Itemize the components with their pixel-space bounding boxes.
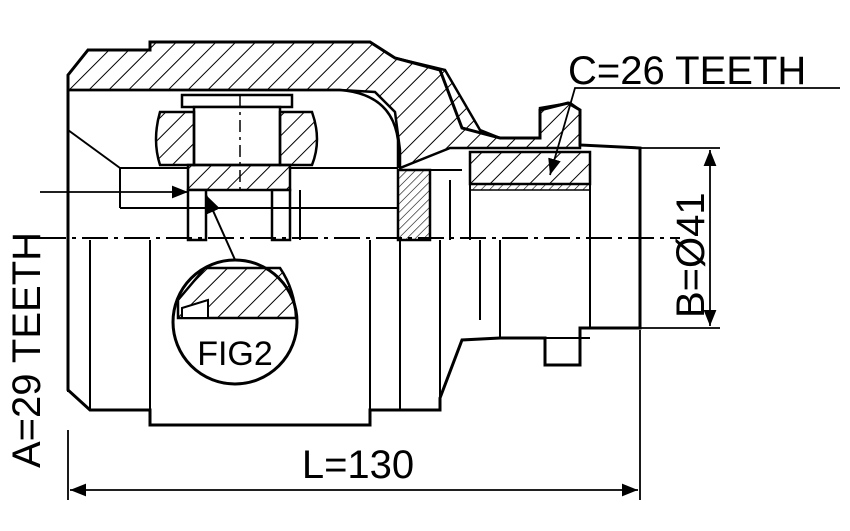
bore-curve: [339, 88, 400, 168]
dimension-c-leader: [548, 87, 840, 176]
housing-section: [66, 40, 642, 427]
spline-teeth: [469, 183, 591, 191]
roller-cap: [180, 93, 294, 109]
tripod-assembly: [67, 93, 398, 242]
stub-spline-section: [468, 150, 592, 186]
dimension-a: A=29 TEETH: [5, 185, 188, 468]
spider-hub-section: [186, 163, 292, 192]
dimension-l: L=130: [67, 330, 641, 500]
housing-outline: [66, 40, 642, 427]
seal-ring-section: [396, 168, 432, 242]
fig2-tooth: [181, 298, 209, 319]
neck-section: [396, 168, 462, 242]
dimension-c-label: C=26 TEETH: [568, 49, 806, 93]
stub-shaft: [468, 150, 592, 339]
fig2-label: FIG2: [197, 335, 273, 373]
fig2-detail: FIG2: [171, 194, 299, 386]
spider-hub-left: [186, 188, 208, 242]
dimension-b: B=Ø41: [640, 147, 720, 329]
roller-body: [192, 105, 282, 167]
fig2-leader: [205, 194, 237, 263]
taper-line: [67, 129, 121, 169]
housing-shell-hatch: [66, 40, 582, 170]
dimension-b-label: B=Ø41: [669, 192, 713, 318]
dimension-c: C=26 TEETH: [548, 49, 840, 176]
dimension-a-label: A=29 TEETH: [5, 232, 49, 468]
spider-hub-right: [270, 188, 292, 242]
roller-left-section: [154, 110, 196, 167]
roller-right-section: [278, 110, 319, 167]
dimension-l-label: L=130: [302, 443, 414, 487]
